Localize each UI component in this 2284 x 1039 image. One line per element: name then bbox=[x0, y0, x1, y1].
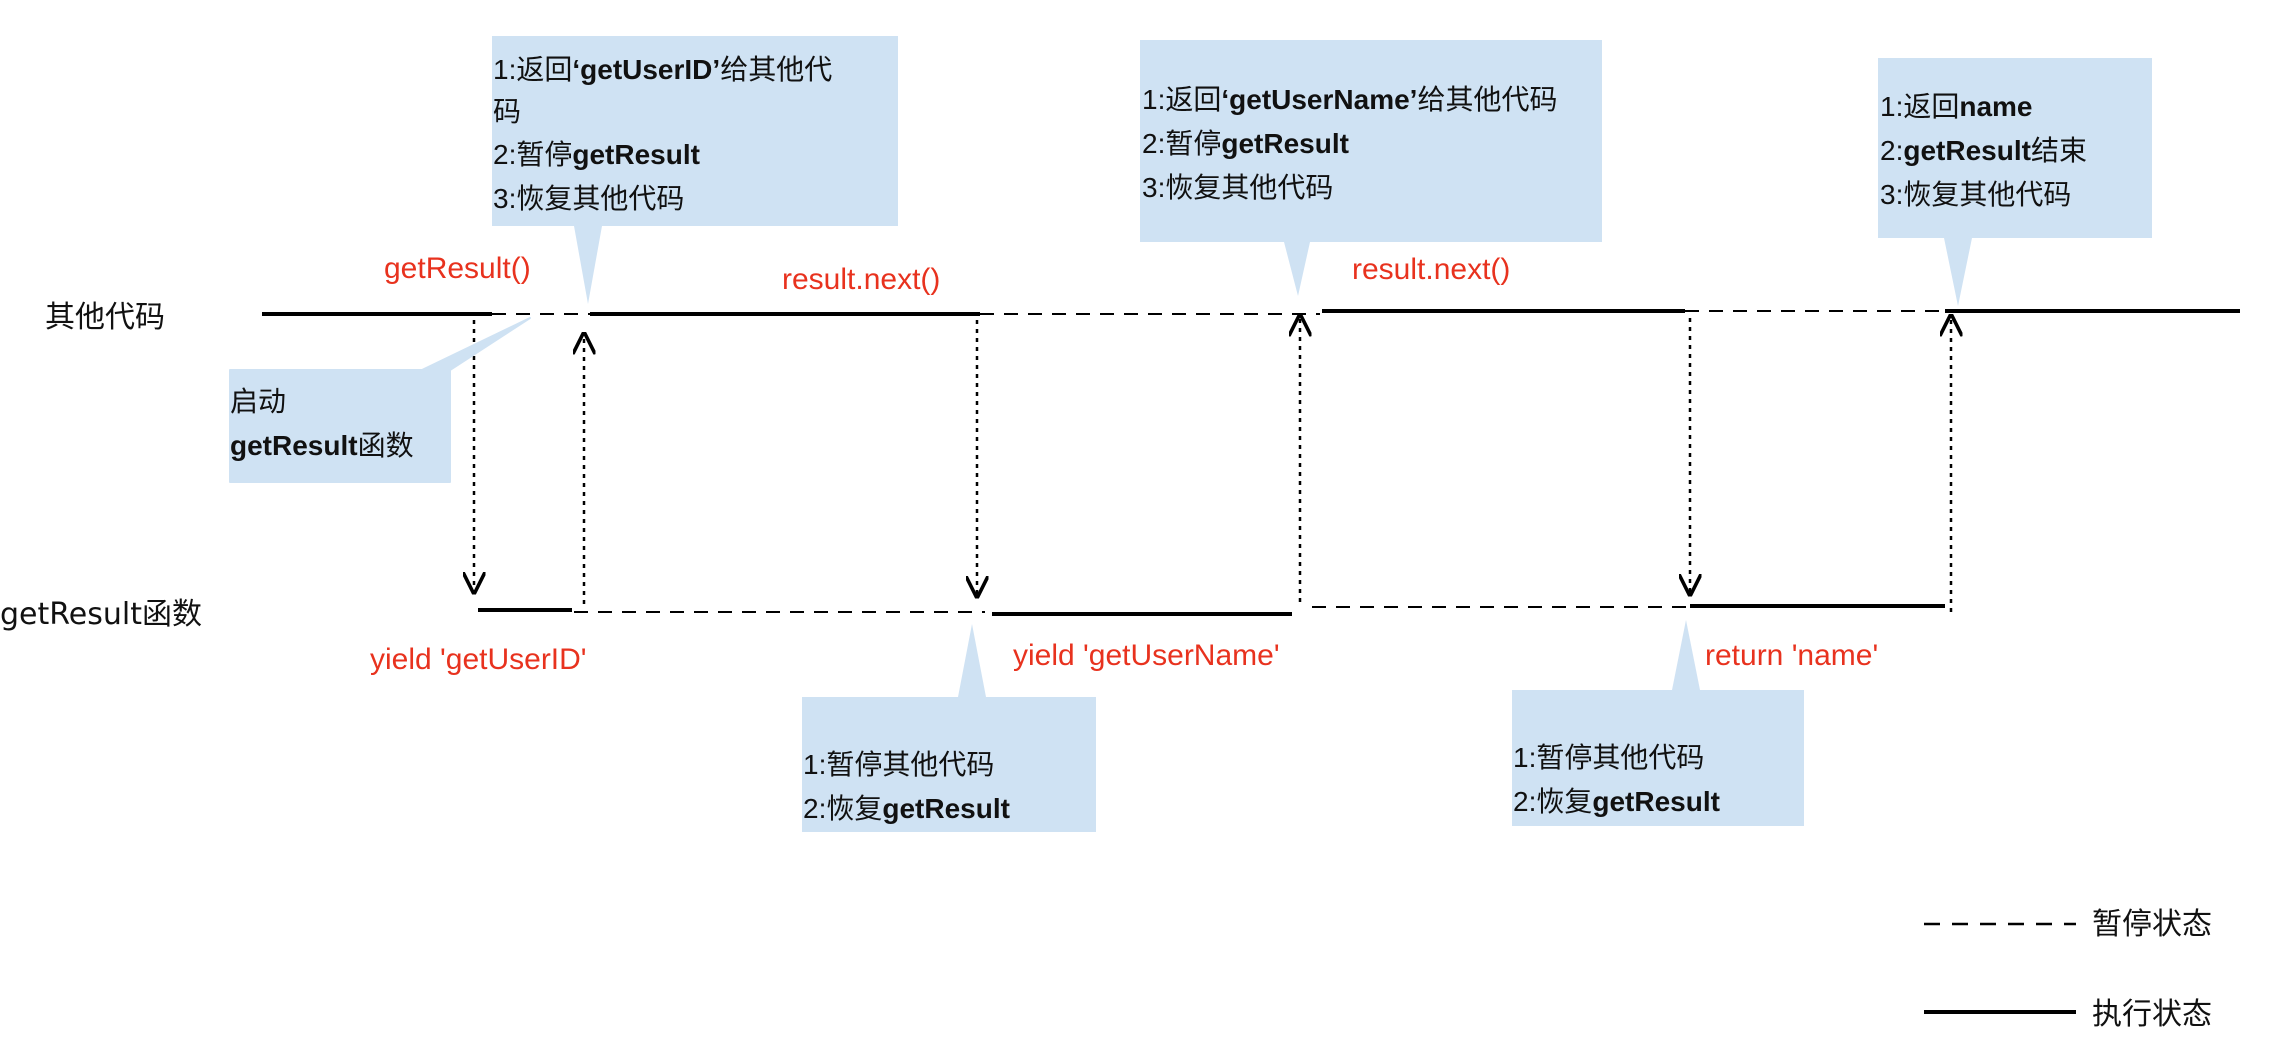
note-start-generator: 启动 getResult函数 bbox=[229, 317, 531, 483]
note-line: 函数 bbox=[358, 430, 414, 461]
note-bold: getResult bbox=[572, 139, 700, 170]
note-return-name: 1:返回name 2:getResult结束 3:恢复其他代码 bbox=[1878, 58, 2152, 306]
legend-running-label: 执行状态 bbox=[2092, 997, 2212, 1032]
generator-timeline bbox=[478, 604, 1945, 616]
note-line: 1:返回 bbox=[493, 54, 572, 85]
note-bold: getResult bbox=[1221, 128, 1349, 159]
note-line: 2:恢复 bbox=[803, 793, 882, 824]
note-line: 码 bbox=[493, 96, 521, 127]
lane-label-other-code: 其他代码 bbox=[45, 300, 165, 335]
svg-text:2:恢复getResult: 2:恢复getResult bbox=[1513, 786, 1720, 817]
legend: 暂停状态 执行状态 bbox=[1924, 907, 2212, 1032]
note-line: 2:暂停 bbox=[493, 139, 572, 170]
other-code-timeline bbox=[262, 309, 2240, 316]
note-bold: ‘getUserID’ bbox=[572, 54, 720, 85]
svg-text:1:返回‘getUserName’给其他代码: 1:返回‘getUserName’给其他代码 bbox=[1142, 84, 1557, 115]
note-bold: ‘getUserName’ bbox=[1221, 84, 1417, 115]
svg-text:2:暂停getResult: 2:暂停getResult bbox=[1142, 128, 1349, 159]
note-bold: getResult bbox=[882, 793, 1010, 824]
svg-text:2:恢复getResult: 2:恢复getResult bbox=[803, 793, 1010, 824]
note-resume-generator-2: 1:暂停其他代码 2:恢复getResult bbox=[1512, 620, 1804, 826]
svg-text:1:返回name: 1:返回name bbox=[1880, 91, 2033, 122]
call-label-next-1: result.next() bbox=[782, 263, 940, 296]
note-line: 1:暂停其他代码 bbox=[803, 749, 994, 780]
svg-text:1:返回‘getUserID’给其他代: 1:返回‘getUserID’给其他代 bbox=[493, 54, 832, 85]
svg-text:2:暂停getResult: 2:暂停getResult bbox=[493, 139, 700, 170]
note-bold: getResult bbox=[1592, 786, 1720, 817]
note-bold: name bbox=[1959, 91, 2032, 122]
note-return-user-id: 1:返回‘getUserID’给其他代 码 2:暂停getResult 3:恢复… bbox=[492, 36, 898, 304]
control-transfer-arrows bbox=[474, 316, 1951, 612]
lane-label-generator: getResult函数 bbox=[0, 597, 202, 632]
note-line: 2: bbox=[1880, 135, 1903, 166]
note-line: 给其他代 bbox=[720, 54, 832, 85]
yield-label-2: yield 'getUserName' bbox=[1013, 639, 1280, 672]
note-bold: getResult bbox=[1903, 135, 2031, 166]
note-line: 2:暂停 bbox=[1142, 128, 1221, 159]
note-line: 1:暂停其他代码 bbox=[1513, 742, 1704, 773]
note-line: 给其他代码 bbox=[1417, 84, 1557, 115]
note-line: 启动 bbox=[230, 386, 286, 417]
note-return-user-name: 1:返回‘getUserName’给其他代码 2:暂停getResult 3:恢… bbox=[1140, 40, 1602, 296]
note-line: 结束 bbox=[2031, 135, 2087, 166]
note-resume-generator-1: 1:暂停其他代码 2:恢复getResult bbox=[802, 624, 1096, 832]
return-label: return 'name' bbox=[1705, 639, 1878, 672]
note-line: 3:恢复其他代码 bbox=[493, 183, 684, 214]
call-label-get-result: getResult() bbox=[384, 252, 531, 285]
note-bold: getResult bbox=[230, 430, 358, 461]
note-line: 2:恢复 bbox=[1513, 786, 1592, 817]
call-label-next-2: result.next() bbox=[1352, 253, 1510, 286]
note-line: 3:恢复其他代码 bbox=[1142, 172, 1333, 203]
svg-text:2:getResult结束: 2:getResult结束 bbox=[1880, 135, 2087, 166]
note-line: 1:返回 bbox=[1880, 91, 1959, 122]
note-line: 3:恢复其他代码 bbox=[1880, 179, 2071, 210]
legend-paused-label: 暂停状态 bbox=[2092, 907, 2212, 942]
svg-text:getResult函数: getResult函数 bbox=[230, 430, 414, 461]
yield-label-1: yield 'getUserID' bbox=[370, 643, 587, 676]
note-line: 1:返回 bbox=[1142, 84, 1221, 115]
svg-text:启动: 启动 bbox=[230, 386, 286, 417]
